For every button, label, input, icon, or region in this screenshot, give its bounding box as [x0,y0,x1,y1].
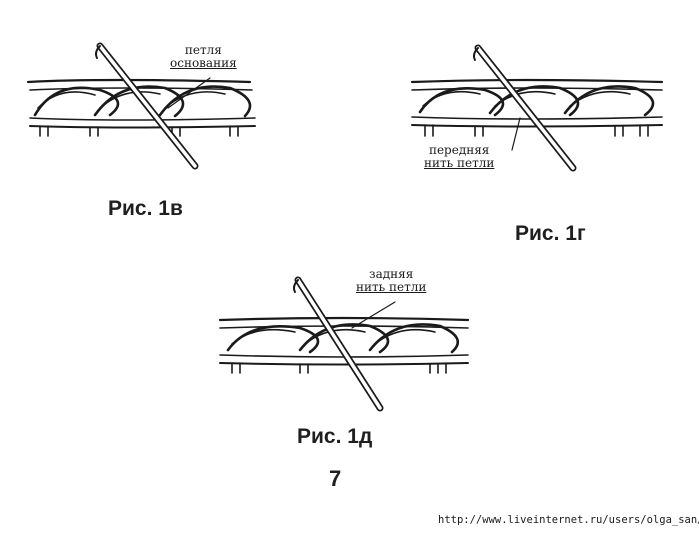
page-number: 7 [329,466,342,491]
figure-1v-label-line-2: основания [170,56,237,70]
figure-1d-annotation: задняя нить петли [356,268,426,294]
figure-1v-annotation: петля основания [170,44,237,70]
figure-1v-label-line-1: петля [184,43,222,57]
figure-1d-label-line-2: нить петли [356,280,427,294]
figure-1v-chain-illustration [26,42,256,170]
figure-1g-label-line-2: нить петли [424,156,495,170]
figure-1d-chain-illustration [218,276,470,412]
figure-1g-caption: Рис. 1г [515,222,586,245]
figure-1d-caption: Рис. 1д [297,425,373,448]
figure-1g-annotation: передняя нить петли [424,144,494,170]
watermark-url[interactable]: http://www.liveinternet.ru/users/olga_sa… [438,514,699,526]
figure-1v-caption: Рис. 1в [108,197,183,220]
figure-1g-label-line-1: передняя [428,143,490,157]
figure-1g-chain-illustration [410,44,664,172]
figure-1d-label-line-1: задняя [369,267,414,281]
